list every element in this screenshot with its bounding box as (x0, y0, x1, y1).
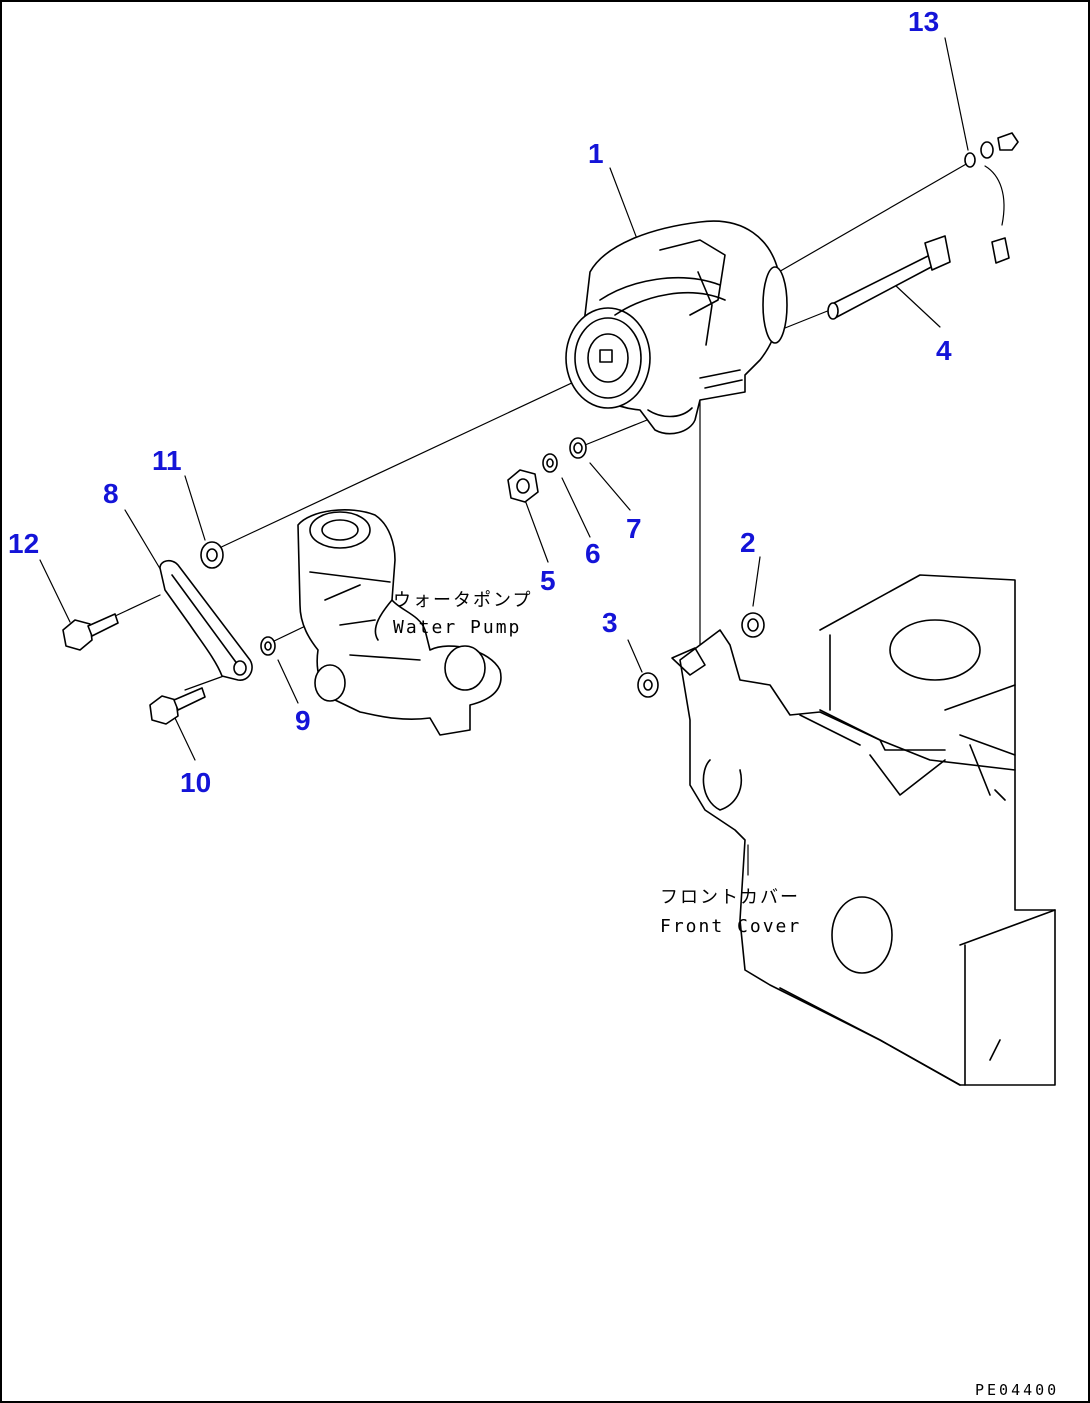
spacer-part-11 (200, 541, 224, 569)
assembly-lines (112, 162, 1005, 691)
callout-8: 8 (103, 478, 119, 509)
bolt-part-10 (149, 687, 206, 725)
washer-part-2 (741, 612, 765, 638)
callout-6: 6 (585, 538, 601, 569)
water-pump (297, 509, 502, 736)
drawing-code: PE04400 (975, 1381, 1059, 1399)
callout-4: 4 (936, 335, 952, 366)
nut-part-5 (507, 469, 539, 503)
callout-leaders (39, 37, 969, 761)
callout-5: 5 (540, 565, 556, 596)
washer-part-6 (542, 453, 558, 473)
part-labels: ウォータポンプ Water Pump フロントカバー Front Cover (393, 590, 801, 937)
water-pump-label-jp: ウォータポンプ (393, 590, 532, 611)
compressor-part-1 (565, 220, 788, 435)
bolt-part-12 (62, 613, 119, 651)
adjust-plate-part-8 (159, 559, 253, 681)
callout-11: 11 (152, 445, 182, 476)
front-cover-label-jp: フロントカバー (660, 887, 800, 908)
callout-9: 9 (295, 705, 311, 736)
callout-1: 1 (588, 138, 604, 169)
nut-washer-part-13 (964, 132, 1019, 264)
callout-7: 7 (626, 513, 642, 544)
washer-part-9 (260, 636, 276, 656)
water-pump-label-en: Water Pump (393, 617, 521, 638)
callout-12: 12 (8, 528, 39, 559)
callout-10: 10 (180, 767, 211, 798)
callout-2: 2 (740, 527, 756, 558)
callout-numbers: 1 2 3 4 5 6 7 8 9 10 11 12 13 (8, 6, 952, 798)
callout-13: 13 (908, 6, 939, 37)
bolt-part-4 (827, 235, 951, 320)
washer-part-7 (569, 437, 587, 459)
washer-part-3 (637, 672, 659, 698)
front-cover (671, 574, 1056, 1086)
front-cover-label-en: Front Cover (660, 916, 801, 937)
callout-3: 3 (602, 607, 618, 638)
